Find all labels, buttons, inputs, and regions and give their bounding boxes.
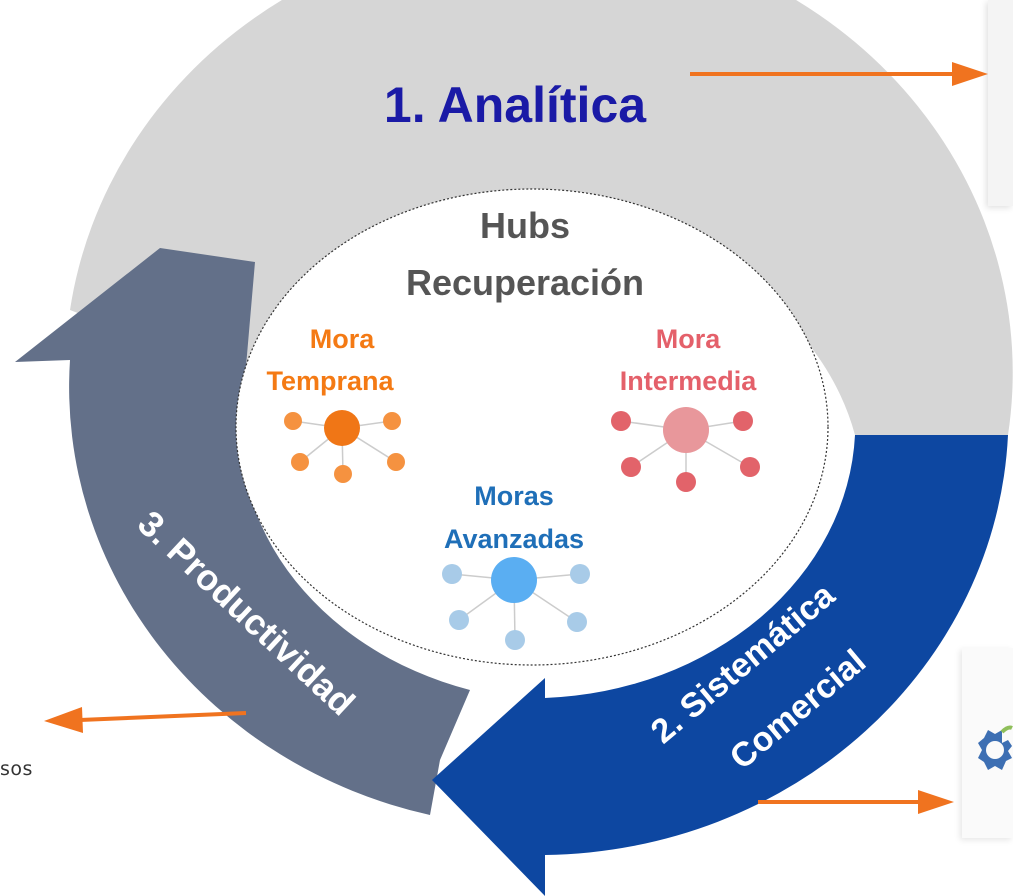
gear-icon <box>978 725 1013 770</box>
arrow-left <box>44 707 247 733</box>
productividad-ring-segment <box>15 248 470 815</box>
hub-avanzadas-line1: Moras <box>474 481 554 511</box>
hub-avanzadas-network-icon <box>442 557 590 650</box>
hub-temprana-line1: Mora <box>310 324 375 354</box>
hub-temprana-network-icon <box>284 410 405 483</box>
hub-avanzadas-line2: Avanzadas <box>444 524 584 554</box>
stage-1-label: 1. Analítica <box>384 77 647 133</box>
right-card-top <box>988 0 1013 206</box>
hub-intermedia-line2: Intermedia <box>620 366 758 396</box>
hubs-title-line2: Recuperación <box>406 262 644 303</box>
hubs-center-circle <box>235 188 829 666</box>
hubs-title-line1: Hubs <box>480 205 570 246</box>
arrow-top-right <box>690 62 988 86</box>
arrow-bottom-right <box>758 790 954 814</box>
hub-temprana-line2: Temprana <box>266 366 394 396</box>
hub-intermedia-line1: Mora <box>656 324 721 354</box>
hub-intermedia-network-icon <box>611 407 760 492</box>
sistematica-ring-segment <box>432 435 1008 896</box>
right-card-bottom <box>962 648 1013 838</box>
side-text-fragment: sos <box>0 758 33 780</box>
